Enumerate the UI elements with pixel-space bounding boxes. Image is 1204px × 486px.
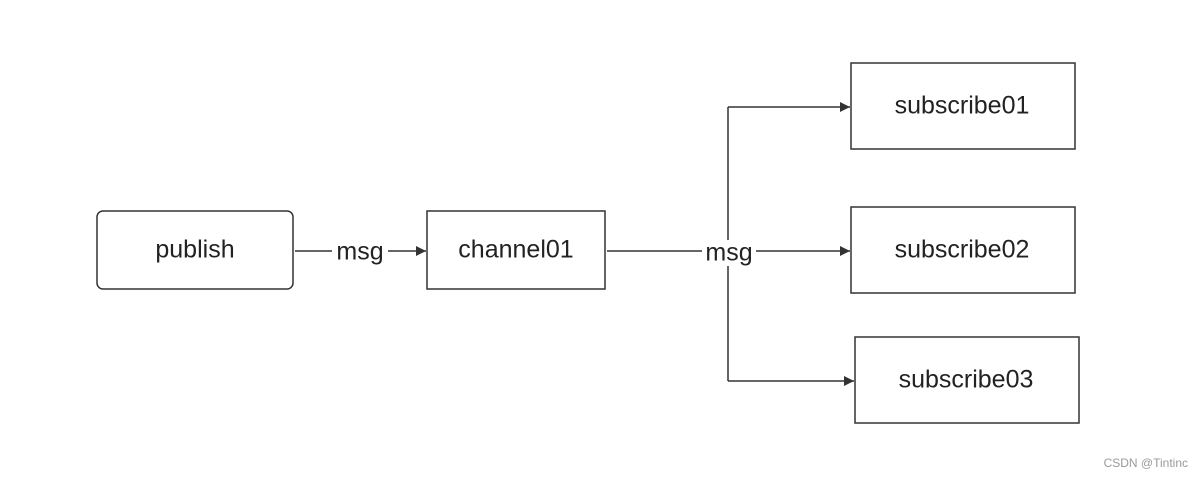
- node-subscribe02: subscribe02: [850, 206, 1076, 294]
- edge-label-bg-2: [702, 240, 756, 266]
- edge-label-msg-1: msg: [336, 238, 383, 266]
- node-publish: publish: [96, 210, 294, 290]
- node-publish-label: publish: [155, 236, 234, 264]
- watermark: CSDN @Tintinc: [1103, 456, 1188, 470]
- node-subscribe01: subscribe01: [850, 62, 1076, 150]
- node-subscribe03: subscribe03: [854, 336, 1080, 424]
- node-channel01-label: channel01: [458, 236, 573, 264]
- edge-label-bg-1: [332, 240, 388, 266]
- edge-label-msg-2: msg: [705, 239, 752, 267]
- node-subscribe03-label: subscribe03: [899, 366, 1034, 394]
- node-subscribe02-label: subscribe02: [895, 236, 1030, 264]
- node-subscribe01-label: subscribe01: [895, 92, 1030, 120]
- node-channel01: channel01: [426, 210, 606, 290]
